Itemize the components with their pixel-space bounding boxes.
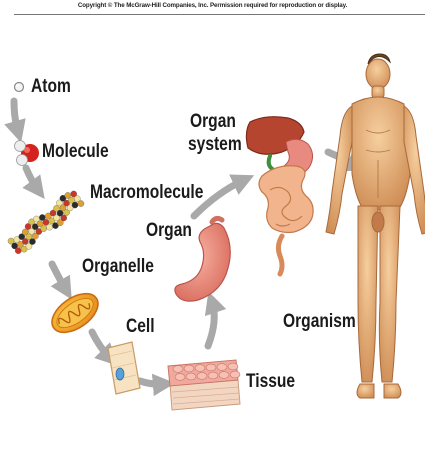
label-organelle: Organelle: [82, 257, 154, 277]
label-organ-system-line1: Organ: [190, 112, 236, 132]
tissue-cell: [230, 371, 240, 378]
organ-system-illustration: [246, 117, 313, 274]
tissue-cell: [217, 364, 227, 371]
arrow-atom-to-molecule: [14, 101, 18, 132]
label-macromolecule: Macromolecule: [90, 183, 203, 203]
tissue-cell: [175, 374, 185, 381]
tissue-cell: [219, 372, 229, 379]
label-tissue: Tissue: [246, 372, 295, 392]
tissue-illustration: [168, 360, 240, 410]
label-organism: Organism: [283, 312, 356, 332]
atom-illustration: [15, 83, 24, 92]
molecule-illustration: [15, 141, 40, 166]
cell-illustration: [108, 342, 140, 394]
tissue-cell: [197, 373, 207, 380]
arrow-cell-to-tissue: [140, 381, 164, 384]
tissue-cell: [228, 363, 238, 370]
tissue-cell: [184, 365, 194, 372]
tissue-cell: [173, 366, 183, 373]
tissue-cell: [195, 365, 205, 372]
arrow-molecule-to-macromolecule: [26, 168, 38, 190]
label-organ: Organ: [146, 221, 192, 241]
arrow-organelle-to-cell: [92, 332, 110, 358]
arrow-macromolecule-to-organelle: [52, 264, 66, 290]
label-molecule: Molecule: [42, 142, 109, 162]
organism-illustration: [326, 54, 425, 398]
tissue-cell: [186, 373, 196, 380]
label-cell: Cell: [126, 317, 155, 337]
label-organ-system-line2: system: [188, 135, 242, 155]
macromolecule-illustration: [5, 187, 87, 257]
tissue-cell: [208, 372, 218, 379]
label-atom: Atom: [31, 77, 71, 97]
arrow-tissue-to-organ: [208, 302, 214, 346]
tissue-cell: [206, 364, 216, 371]
